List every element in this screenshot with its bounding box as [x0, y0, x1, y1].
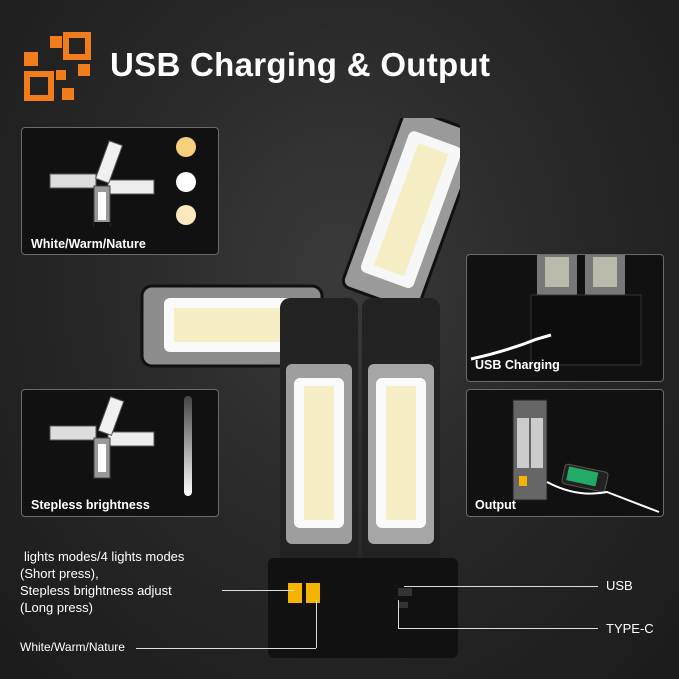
output-label: Output	[475, 498, 516, 512]
output-lamp-image	[512, 399, 660, 513]
stepless-label: Stepless brightness	[31, 498, 150, 512]
typec-callout: TYPE-C	[606, 621, 654, 636]
cross-lamp-image-2	[49, 396, 155, 479]
modes-callout-line2: (Short press),	[20, 566, 99, 581]
usb-callout: USB	[606, 578, 633, 593]
output-panel: Output	[466, 389, 664, 517]
modes-callout-line1: lights modes/4 lights modes	[24, 549, 185, 564]
white-warm-leader-line	[136, 648, 316, 649]
modes-callout-line4: (Long press)	[20, 600, 93, 615]
color-modes-label: White/Warm/Nature	[31, 237, 146, 251]
white-warm-callout: White/Warm/Nature	[20, 640, 125, 654]
usb-charging-panel: USB Charging	[466, 254, 664, 382]
typec-leader-vertical	[398, 600, 399, 628]
grid-logo-icon	[24, 32, 91, 101]
cross-lamp-image	[49, 140, 155, 230]
work-light-product-image	[140, 118, 460, 658]
white-color-dot	[176, 172, 196, 192]
modes-callout-line3: Stepless brightness adjust	[20, 583, 172, 598]
typec-leader-line	[398, 628, 598, 629]
white-warm-leader-vertical	[316, 600, 317, 648]
warm-color-dot	[176, 137, 196, 157]
modes-leader-line	[222, 590, 294, 591]
page-title: USB Charging & Output	[110, 46, 491, 83]
usb-charging-label: USB Charging	[475, 358, 560, 372]
charging-lamp-image	[470, 255, 642, 366]
color-modes-panel: White/Warm/Nature	[21, 127, 219, 255]
nature-color-dot	[176, 205, 196, 225]
stepless-brightness-panel: Stepless brightness	[21, 389, 219, 517]
brightness-gradient-bar	[184, 396, 192, 496]
usb-leader-line	[404, 586, 598, 587]
